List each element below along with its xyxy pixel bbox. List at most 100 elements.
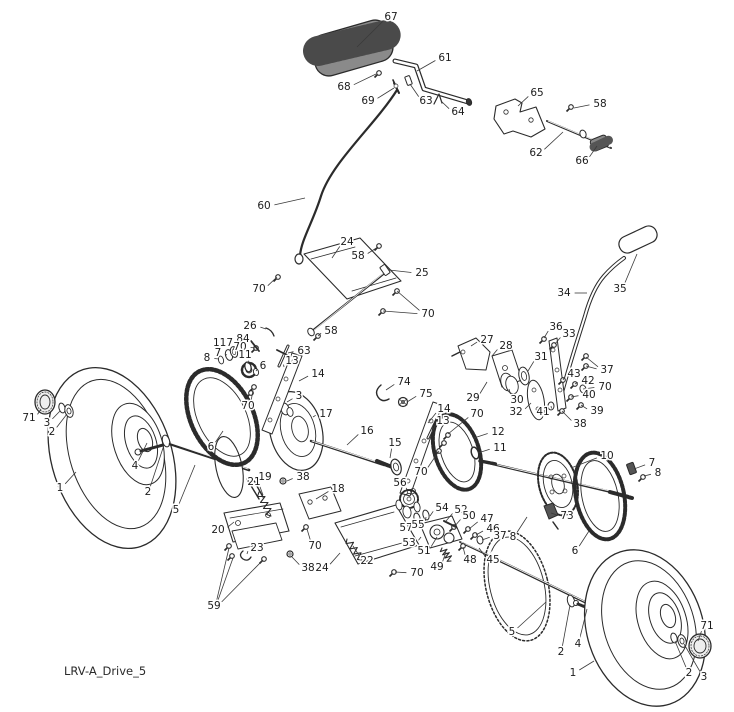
part-shape [294,253,304,265]
part-shape [281,479,285,483]
leader-line [697,630,702,642]
leader-line [491,349,498,357]
part-callout-22: 22 [360,555,373,567]
part-shape [421,438,427,444]
part-callout-49: 49 [430,561,443,573]
part-callout-63: 63 [297,345,310,357]
part-callout-58: 58 [324,325,337,337]
leader-line [232,346,235,351]
part-callout-56: 56 [393,477,407,489]
part-shape [136,427,154,453]
part-shape [244,361,252,373]
part-callout-8: 8 [204,352,211,364]
parts-artwork [34,19,712,707]
bolt-glyph [226,553,235,562]
part-callout-75: 75 [419,388,432,400]
leader-line [287,351,294,354]
part-callout-3: 3 [701,671,708,683]
leader-line [453,519,461,528]
part-shape [451,351,461,357]
part-callout-50: 50 [462,510,475,522]
part-shape [413,458,419,464]
leader-line [578,530,590,547]
part-shape [229,508,284,519]
part-callout-30: 30 [510,394,523,406]
leader-line [579,660,595,671]
part-callout-52: 52 [454,504,467,516]
leader-line [517,601,547,629]
part-shape [480,460,628,496]
part-shape [214,436,244,498]
leader-line [329,552,341,565]
part-callout-70: 70 [308,540,321,552]
part-shape [340,511,395,528]
part-shape [161,434,171,448]
leader-line [260,326,267,330]
part-shape [465,98,473,106]
part-shape [310,246,356,260]
leader-line [527,361,535,372]
part-shape [231,522,283,550]
part-callout-35: 35 [613,283,626,295]
part-shape [549,489,555,495]
part-callout-63: 63 [419,95,432,107]
part-shape [193,377,251,457]
leader-line [562,604,571,647]
leader-line [291,556,300,565]
leader-line [550,512,557,516]
leader-line [550,405,552,409]
leader-line [544,131,564,150]
part-callout-59: 59 [207,600,220,612]
part-shape [693,638,707,654]
bolt-glyph [388,569,397,578]
part-shape [531,387,537,393]
part-shape [520,371,528,381]
leader-line [440,100,450,109]
part-shape [256,491,272,517]
part-callout-8: 8 [510,531,517,543]
leader-line [413,519,417,525]
part-shape [265,327,275,337]
leader-line [570,457,598,469]
leader-line [150,444,165,487]
leader-line [178,464,196,505]
part-shape [392,462,400,472]
part-callout-68: 68 [337,81,350,93]
part-shape [487,536,547,636]
leader-line [418,536,422,541]
leader-line [346,434,359,446]
part-callout-46: 46 [486,523,500,535]
part-shape [405,478,411,484]
part-shape [502,365,508,371]
part-callout-14: 14 [437,403,451,415]
leader-line [224,353,228,356]
part-callout-14: 14 [311,368,325,380]
part-callout-6: 6 [260,360,267,372]
leader-line [430,536,438,547]
part-callout-70: 70 [252,283,265,295]
bolt-glyph [438,440,447,449]
part-shape [239,550,252,561]
leader-line [331,246,341,259]
part-shape [390,458,402,476]
leader-line [298,375,309,382]
part-shape [267,417,273,423]
part-callout-65: 65 [530,87,543,99]
bolt-glyph [377,308,386,317]
part-shape [252,368,260,376]
part-callout-71: 71 [22,412,35,424]
part-shape [279,403,317,457]
leader-line [562,376,566,381]
part-shape [66,407,72,415]
leader-line [389,448,392,459]
bolt-glyph [538,336,547,345]
part-shape [659,603,677,629]
part-shape [403,493,415,505]
bolt-glyph [457,543,466,552]
part-callout-70: 70 [598,381,611,393]
part-shape [670,632,678,644]
part-shape [39,394,51,410]
leader-line [543,330,549,339]
leader-line [481,536,490,541]
